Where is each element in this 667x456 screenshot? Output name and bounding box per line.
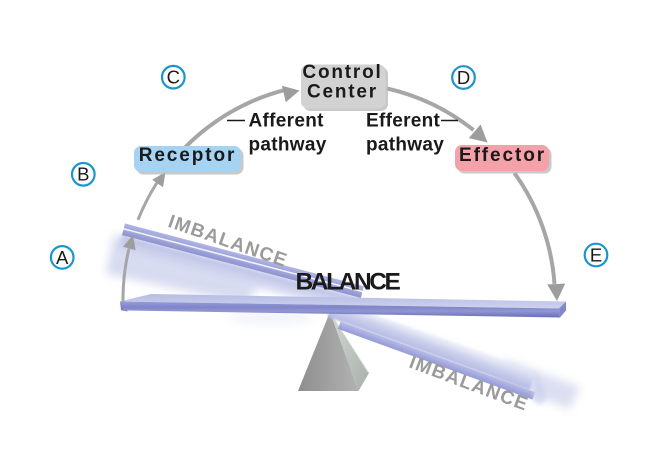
svg-text:Center: Center: [307, 82, 378, 103]
svg-text:Effector: Effector: [459, 145, 546, 166]
svg-text:Control: Control: [302, 62, 382, 83]
svg-text:pathway: pathway: [366, 135, 444, 156]
svg-text:A: A: [56, 247, 69, 268]
svg-text:Afferent: Afferent: [249, 111, 325, 132]
svg-text:pathway: pathway: [249, 135, 327, 156]
svg-text:C: C: [167, 67, 180, 88]
svg-text:Efferent: Efferent: [366, 111, 441, 132]
svg-text:E: E: [590, 244, 602, 265]
svg-text:Receptor: Receptor: [139, 145, 237, 166]
svg-text:B: B: [77, 164, 89, 185]
svg-text:D: D: [457, 67, 470, 88]
svg-text:BALANCE: BALANCE: [296, 269, 401, 296]
